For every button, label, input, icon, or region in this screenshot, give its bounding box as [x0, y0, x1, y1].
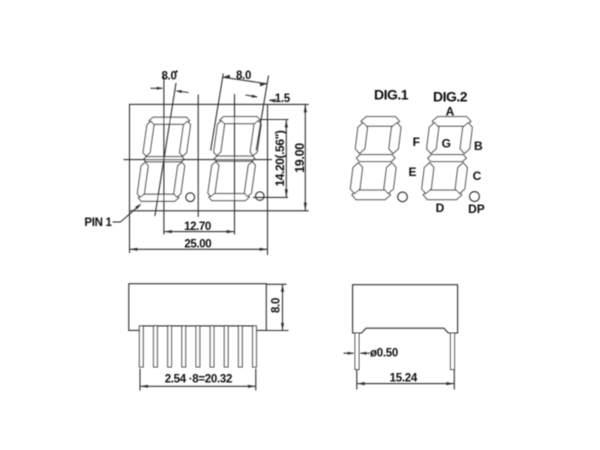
svg-text:1.5: 1.5 [275, 93, 291, 105]
svg-text:DP: DP [468, 202, 485, 216]
svg-text:G: G [442, 137, 451, 151]
svg-text:12.70: 12.70 [184, 221, 211, 233]
svg-text:C: C [473, 169, 482, 183]
svg-text:F: F [413, 135, 420, 149]
svg-text:8.0: 8.0 [161, 71, 176, 83]
svg-text:8.0: 8.0 [236, 70, 251, 82]
svg-text:ø0.50: ø0.50 [370, 348, 398, 360]
svg-text:D: D [436, 201, 445, 215]
svg-text:19.00: 19.00 [293, 143, 307, 173]
svg-text:A: A [446, 105, 455, 119]
svg-text:DIG.1: DIG.1 [374, 87, 409, 103]
svg-text:E: E [408, 165, 416, 179]
svg-text:PIN 1: PIN 1 [84, 217, 112, 229]
svg-text:14.20(.56"): 14.20(.56") [273, 130, 287, 186]
svg-text:2.54 ·8=20.32: 2.54 ·8=20.32 [165, 374, 232, 386]
svg-text:DIG.2: DIG.2 [433, 89, 468, 105]
svg-text:25.00: 25.00 [184, 238, 211, 250]
svg-text:8.0: 8.0 [270, 298, 282, 313]
svg-text:15.24: 15.24 [390, 372, 418, 384]
svg-text:B: B [474, 139, 483, 153]
